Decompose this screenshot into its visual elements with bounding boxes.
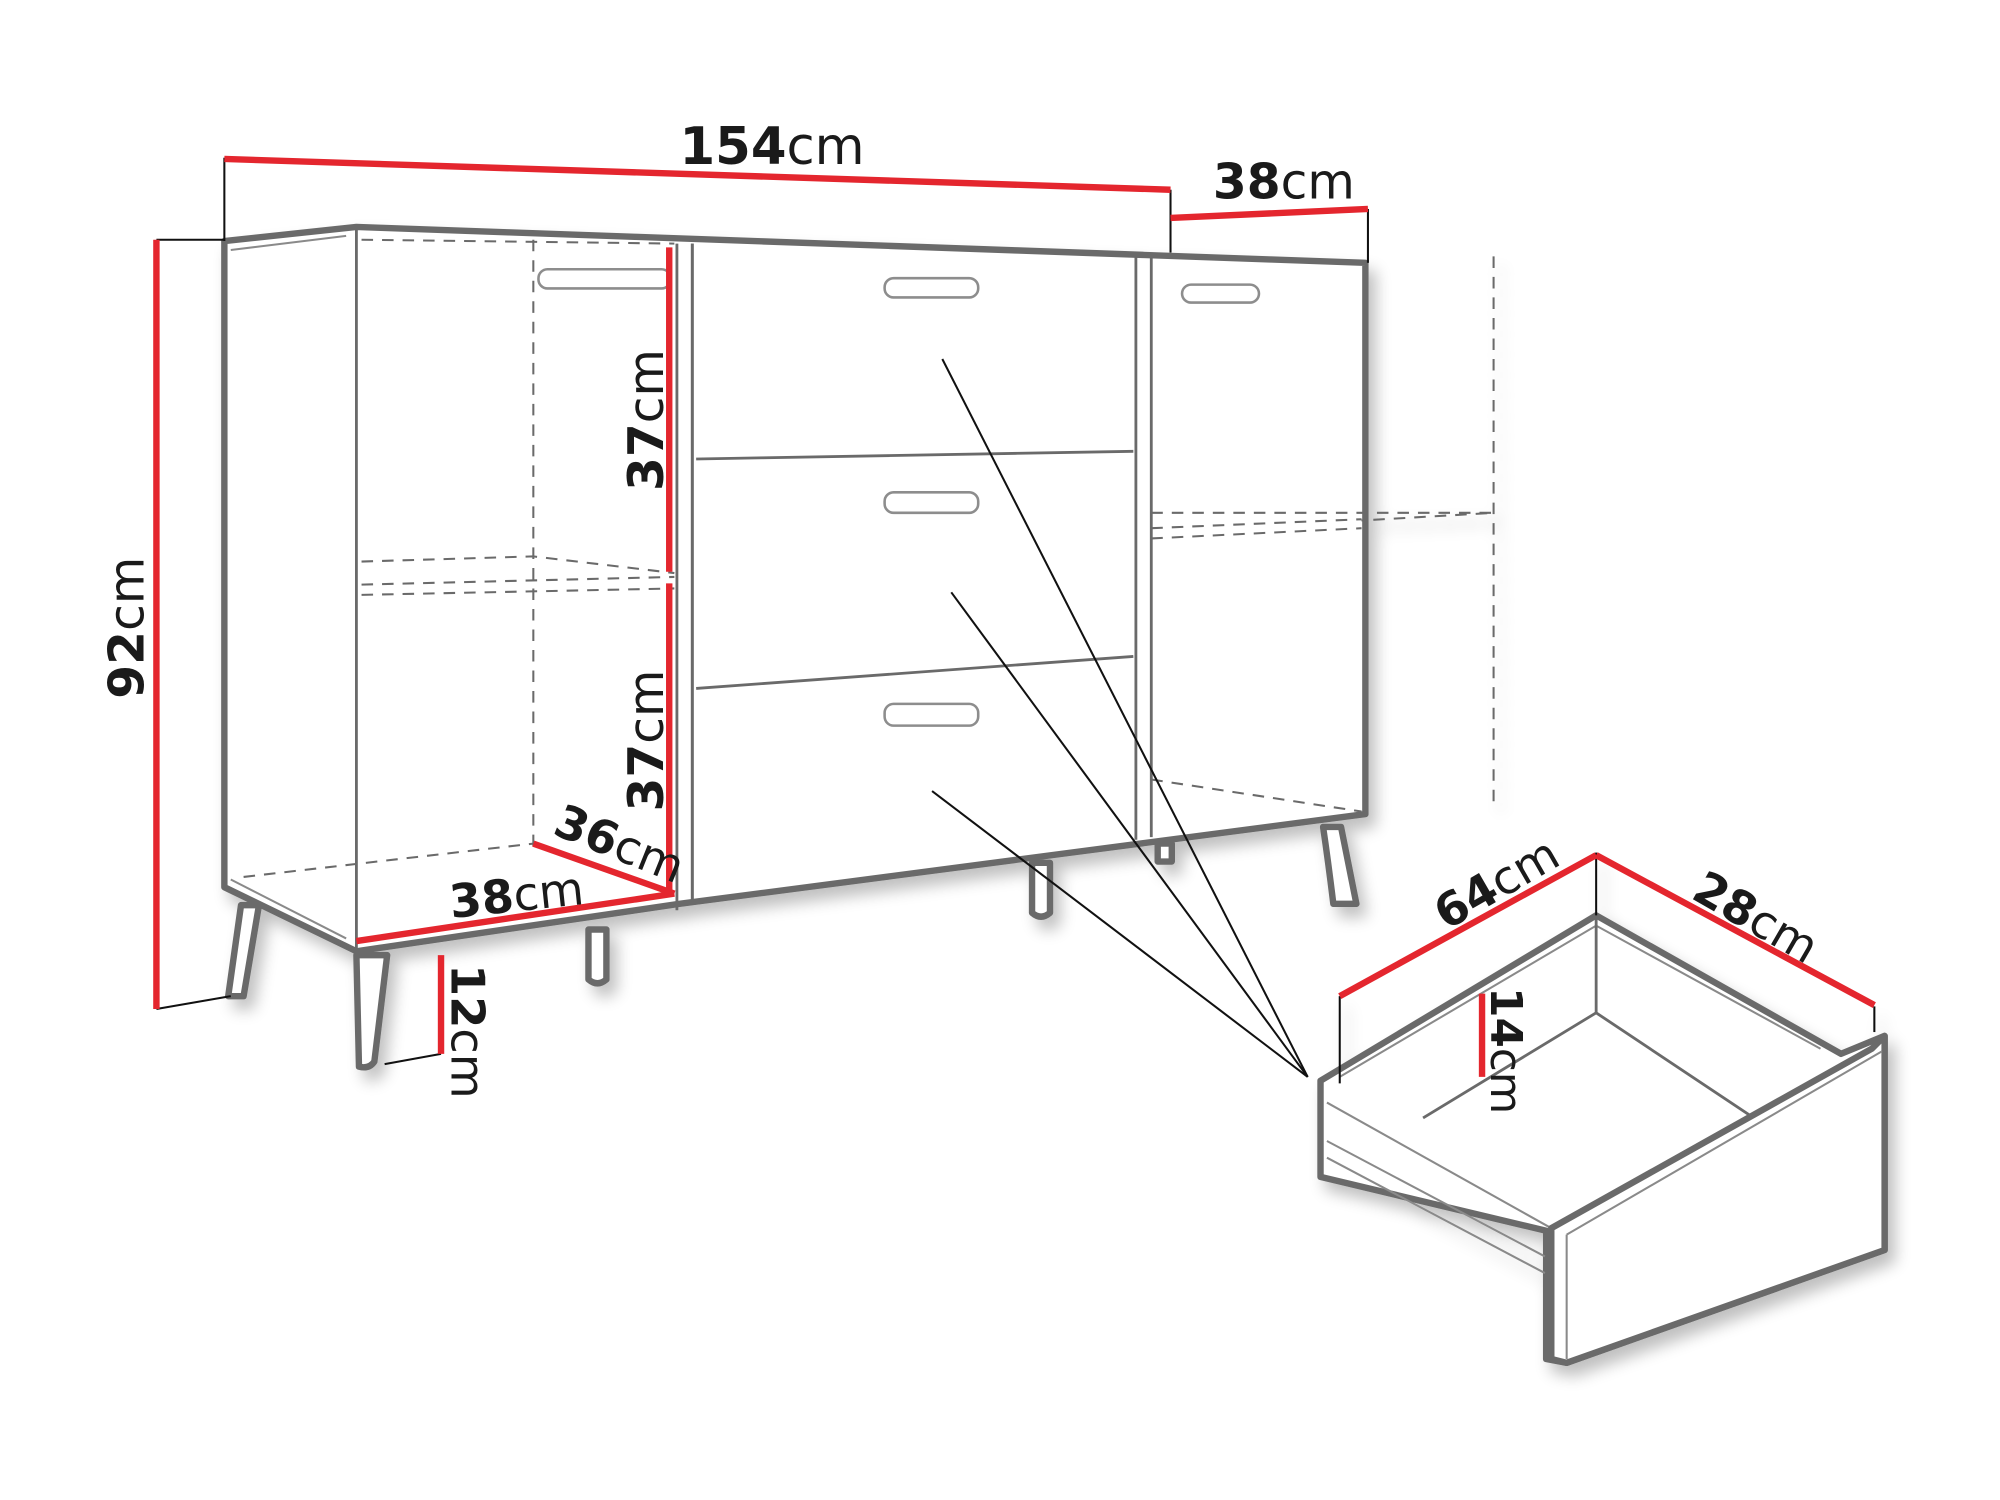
height-extension-bottom <box>156 995 231 1010</box>
drawer-front-edge <box>1565 1050 1883 1359</box>
drawer-3-handle <box>883 702 980 727</box>
label-shelf-lower: 37cm <box>619 670 675 812</box>
shelf-depth-line <box>532 840 676 897</box>
drawer-side-rail-1 <box>1326 1101 1552 1230</box>
label-total-height: 92cm <box>100 557 156 699</box>
drawer-depth-line <box>1594 852 1876 1008</box>
sideboard <box>221 223 1495 1071</box>
right-door-handle <box>1180 283 1261 304</box>
label-shelf-upper: 37cm <box>619 349 675 491</box>
leg-back-center <box>1154 840 1175 865</box>
label-total-width: 154cm <box>679 117 864 177</box>
right-cabinet-floor <box>1151 778 1362 813</box>
callout-lines <box>931 358 1309 1078</box>
drawer-width-line <box>1338 852 1598 999</box>
drawer-floor <box>1422 1011 1771 1130</box>
leg-front-left-2 <box>353 951 391 1071</box>
leg-center-right <box>1028 859 1054 920</box>
left-cabinet-floor <box>243 842 534 878</box>
label-drawer-height: 14cm <box>1480 987 1530 1114</box>
leg-center-left <box>585 926 610 987</box>
left-top-edge <box>230 234 347 252</box>
depth-line <box>1170 205 1369 222</box>
right-shelf <box>1151 511 1494 540</box>
dimension-lines <box>153 155 1876 1077</box>
drawer-side-rail-2 <box>1326 1140 1546 1258</box>
label-depth: 38cm <box>1213 155 1355 211</box>
drawer-front-panel <box>1548 1032 1888 1367</box>
sideboard-body <box>221 223 1369 955</box>
drawer-2-bottom <box>696 655 1134 690</box>
leg-front-right <box>1319 823 1360 908</box>
legs <box>225 823 1360 1071</box>
left-bottom-edge <box>230 878 347 940</box>
drawer-1-handle <box>883 276 980 299</box>
left-shelf <box>361 555 675 596</box>
drawer-side-rail-3 <box>1326 1156 1546 1274</box>
label-drawer-width: 64cm <box>1425 826 1569 940</box>
label-leg-height: 12cm <box>440 964 494 1099</box>
total-width-line <box>224 155 1171 193</box>
label-drawer-depth: 28cm <box>1684 860 1828 974</box>
detail-drawer <box>1317 852 1888 1367</box>
drawer-1-bottom <box>696 449 1134 461</box>
drawer-2-handle <box>883 491 980 515</box>
leg-extension-bottom <box>384 1052 442 1066</box>
left-door-handle <box>537 267 672 290</box>
shelf-width-line <box>355 890 675 945</box>
left-cabinet-top <box>361 238 675 245</box>
label-shelf-width: 38cm <box>447 861 586 929</box>
leg-front-left <box>225 901 263 1000</box>
